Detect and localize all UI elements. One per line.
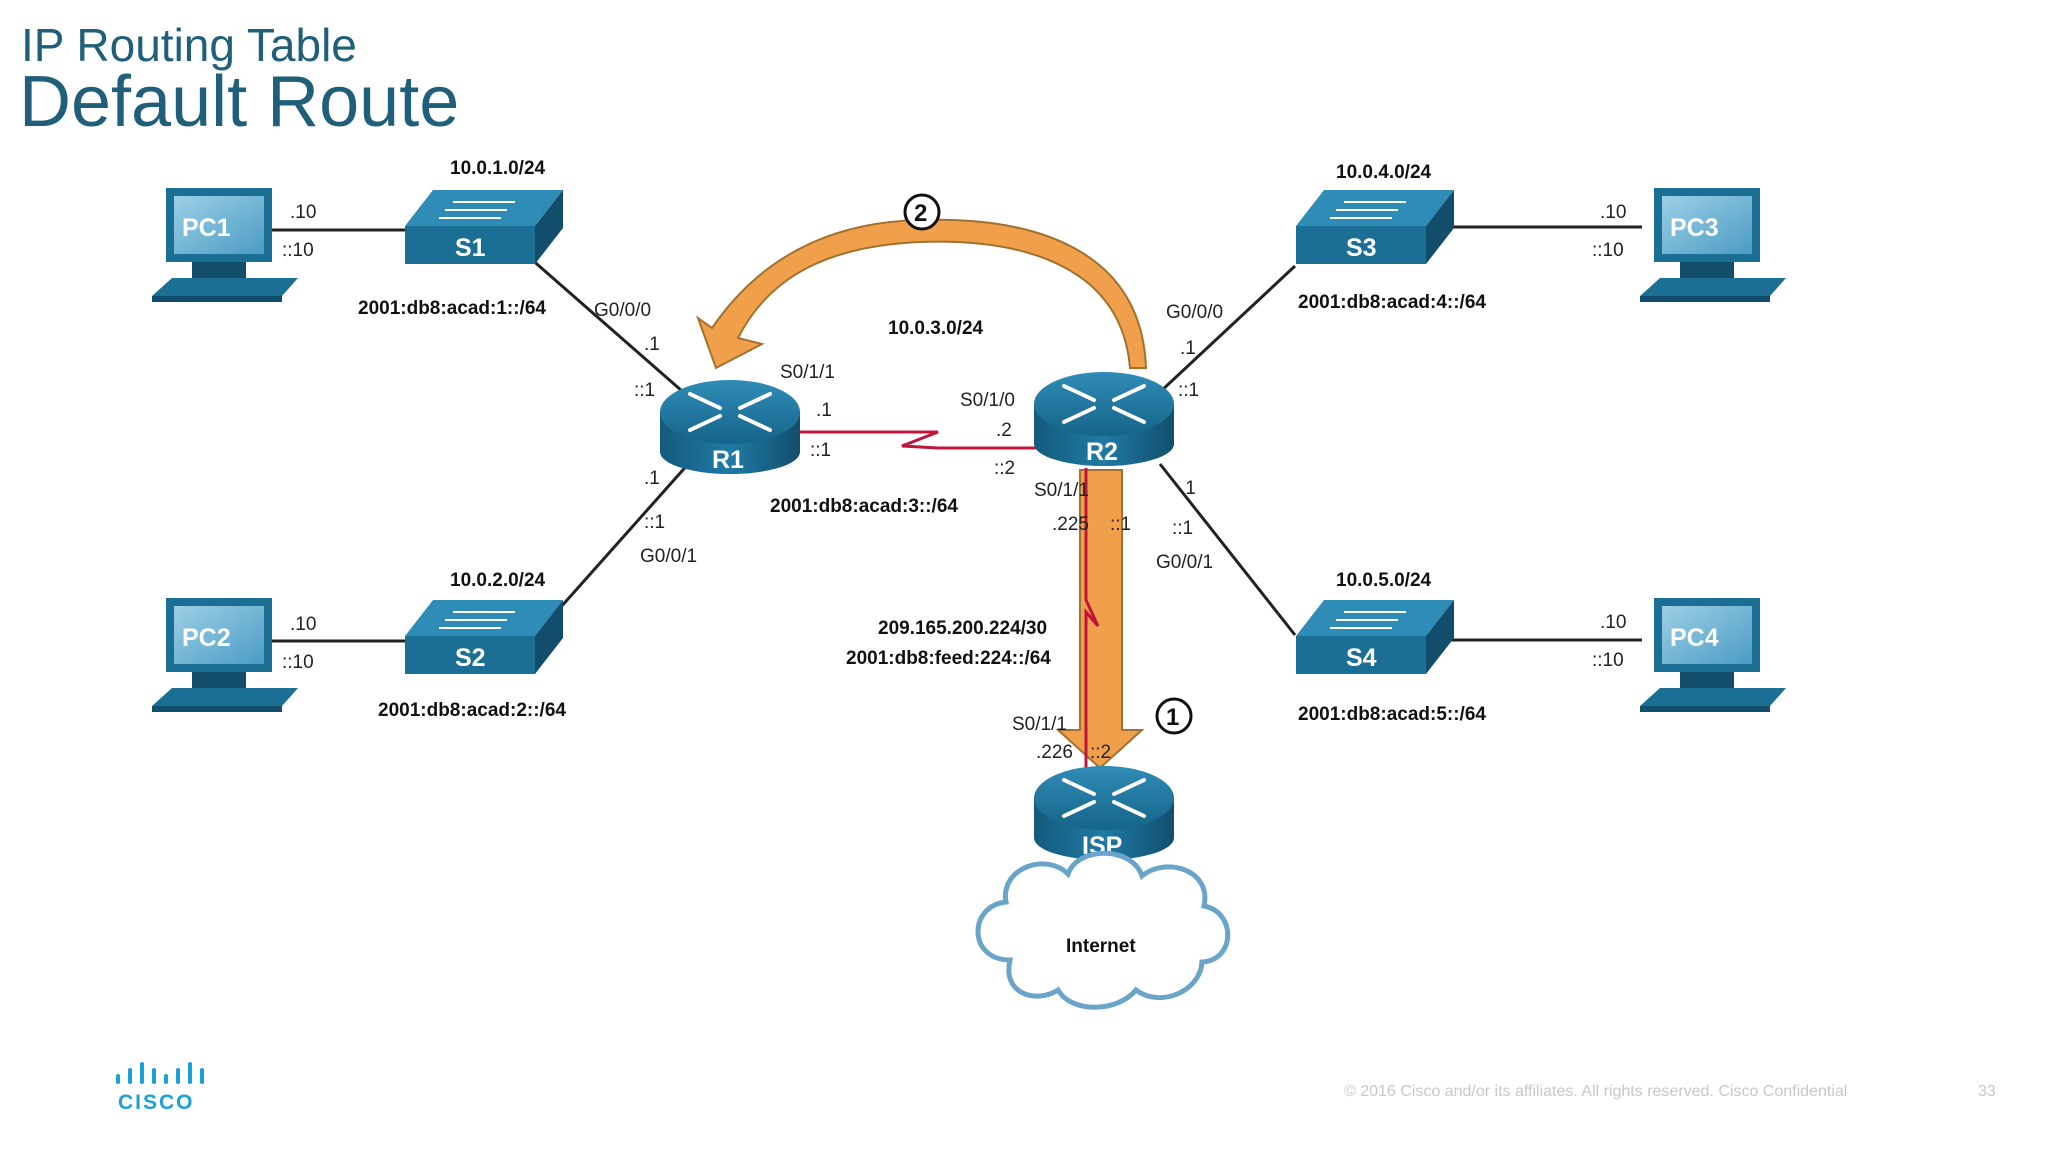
s1-network-v6: 2001:db8:acad:1::/64 [358,298,546,319]
default-route-arrow-2 [695,218,1148,370]
default-route-arrow-1 [1055,469,1145,770]
pc4-ipv4: .10 [1600,612,1626,633]
pc3-label: PC3 [1670,214,1719,242]
r1-g000-ipv6: ::1 [634,380,655,401]
links [268,225,1642,643]
r1-r2-network-v6: 2001:db8:acad:3::/64 [770,496,958,517]
r2-g001-ipv4: .1 [1180,478,1196,499]
router-isp[interactable]: ISP [1034,766,1174,860]
link-s2-r1 [558,461,692,609]
pc4-label: PC4 [1670,624,1719,652]
switch-s1[interactable]: S1 [405,190,563,264]
step-1-label: 1 [1166,704,1179,731]
s1-label: S1 [455,234,486,262]
isp-s011-ipv4: .226 [1036,742,1073,763]
r2-s010-ipv4: .2 [996,420,1012,441]
slide-title: Default Route [19,62,460,142]
pc3-ipv4: .10 [1600,202,1626,223]
r1-s011-ipv4: .1 [816,400,832,421]
s3-network-v4: 10.0.4.0/24 [1336,162,1432,183]
pc3[interactable]: PC3 [1640,188,1786,302]
internet-label: Internet [1066,936,1136,957]
r2-label: R2 [1086,438,1118,466]
s2-network-v4: 10.0.2.0/24 [450,570,546,591]
router-r1[interactable]: R1 [660,380,800,474]
pc2-ipv4: .10 [290,614,316,635]
s4-label: S4 [1346,644,1377,672]
r1-label: R1 [712,446,744,474]
r2-s011-ipv6: ::1 [1110,514,1131,535]
pc1-ipv4: .10 [290,202,316,223]
link-s1-r1 [529,256,691,400]
s4-network-v6: 2001:db8:acad:5::/64 [1298,704,1486,725]
link-s3-r2 [1158,264,1297,394]
pc4[interactable]: PC4 [1640,598,1786,712]
r2-s011-ipv4: .225 [1052,514,1089,535]
cisco-logo-icon [116,1062,204,1084]
serial-link-r1-r2 [800,430,1066,450]
link-s4-r2 [1158,463,1297,636]
isp-s011-ipv6: ::2 [1090,742,1111,763]
pc1-ipv6: ::10 [282,240,314,261]
r2-g001-ipv6: ::1 [1172,518,1193,539]
switch-s4[interactable]: S4 [1296,600,1454,674]
r1-s011-label: S0/1/1 [780,362,835,383]
s2-label: S2 [455,644,486,672]
pc1-label: PC1 [182,214,231,242]
r2-g000-label: G0/0/0 [1166,302,1223,323]
r2-s011-label: S0/1/1 [1034,480,1089,501]
pc4-ipv6: ::10 [1592,650,1624,671]
slide-subtitle: IP Routing Table [21,19,357,71]
r1-g001-label: G0/0/1 [640,546,697,567]
serial-link-r2-isp [1084,468,1100,770]
cisco-logo-text: CISCO [118,1091,195,1114]
r2-s010-ipv6: ::2 [994,458,1015,479]
isp-s011-label: S0/1/1 [1012,714,1067,735]
r1-g001-ipv6: ::1 [644,512,665,533]
pc1[interactable]: PC1 [152,188,298,302]
r2-g001-label: G0/0/1 [1156,552,1213,573]
step-2-label: 2 [914,200,927,227]
pc2-label: PC2 [182,624,231,652]
s2-network-v6: 2001:db8:acad:2::/64 [378,700,566,721]
step-marker-1: 1 [1155,697,1193,735]
r1-r2-network-v4: 10.0.3.0/24 [888,318,984,339]
r1-g000-label: G0/0/0 [594,300,651,321]
r2-g000-ipv6: ::1 [1178,380,1199,401]
isp-network-v4: 209.165.200.224/30 [878,618,1047,639]
r2-s010-label: S0/1/0 [960,390,1015,411]
isp-network-v6: 2001:db8:feed:224::/64 [846,648,1051,669]
s3-label: S3 [1346,234,1377,262]
r1-s011-ipv6: ::1 [810,440,831,461]
r1-g001-ipv4: .1 [644,468,660,489]
s3-network-v6: 2001:db8:acad:4::/64 [1298,292,1486,313]
page-number: 33 [1978,1083,1996,1100]
s4-network-v4: 10.0.5.0/24 [1336,570,1432,591]
switch-s2[interactable]: S2 [405,600,563,674]
pc2-ipv6: ::10 [282,652,314,673]
switch-s3[interactable]: S3 [1296,190,1454,264]
footer-copyright: © 2016 Cisco and/or its affiliates. All … [1344,1083,1848,1100]
r2-g000-ipv4: .1 [1180,338,1196,359]
router-r2[interactable]: R2 [1034,372,1174,466]
pc3-ipv6: ::10 [1592,240,1624,261]
s1-network-v4: 10.0.1.0/24 [450,158,546,179]
r1-g000-ipv4: .1 [644,334,660,355]
internet-cloud[interactable]: Internet [975,850,1231,1010]
pc2[interactable]: PC2 [152,598,298,712]
step-marker-2: 2 [903,193,941,231]
